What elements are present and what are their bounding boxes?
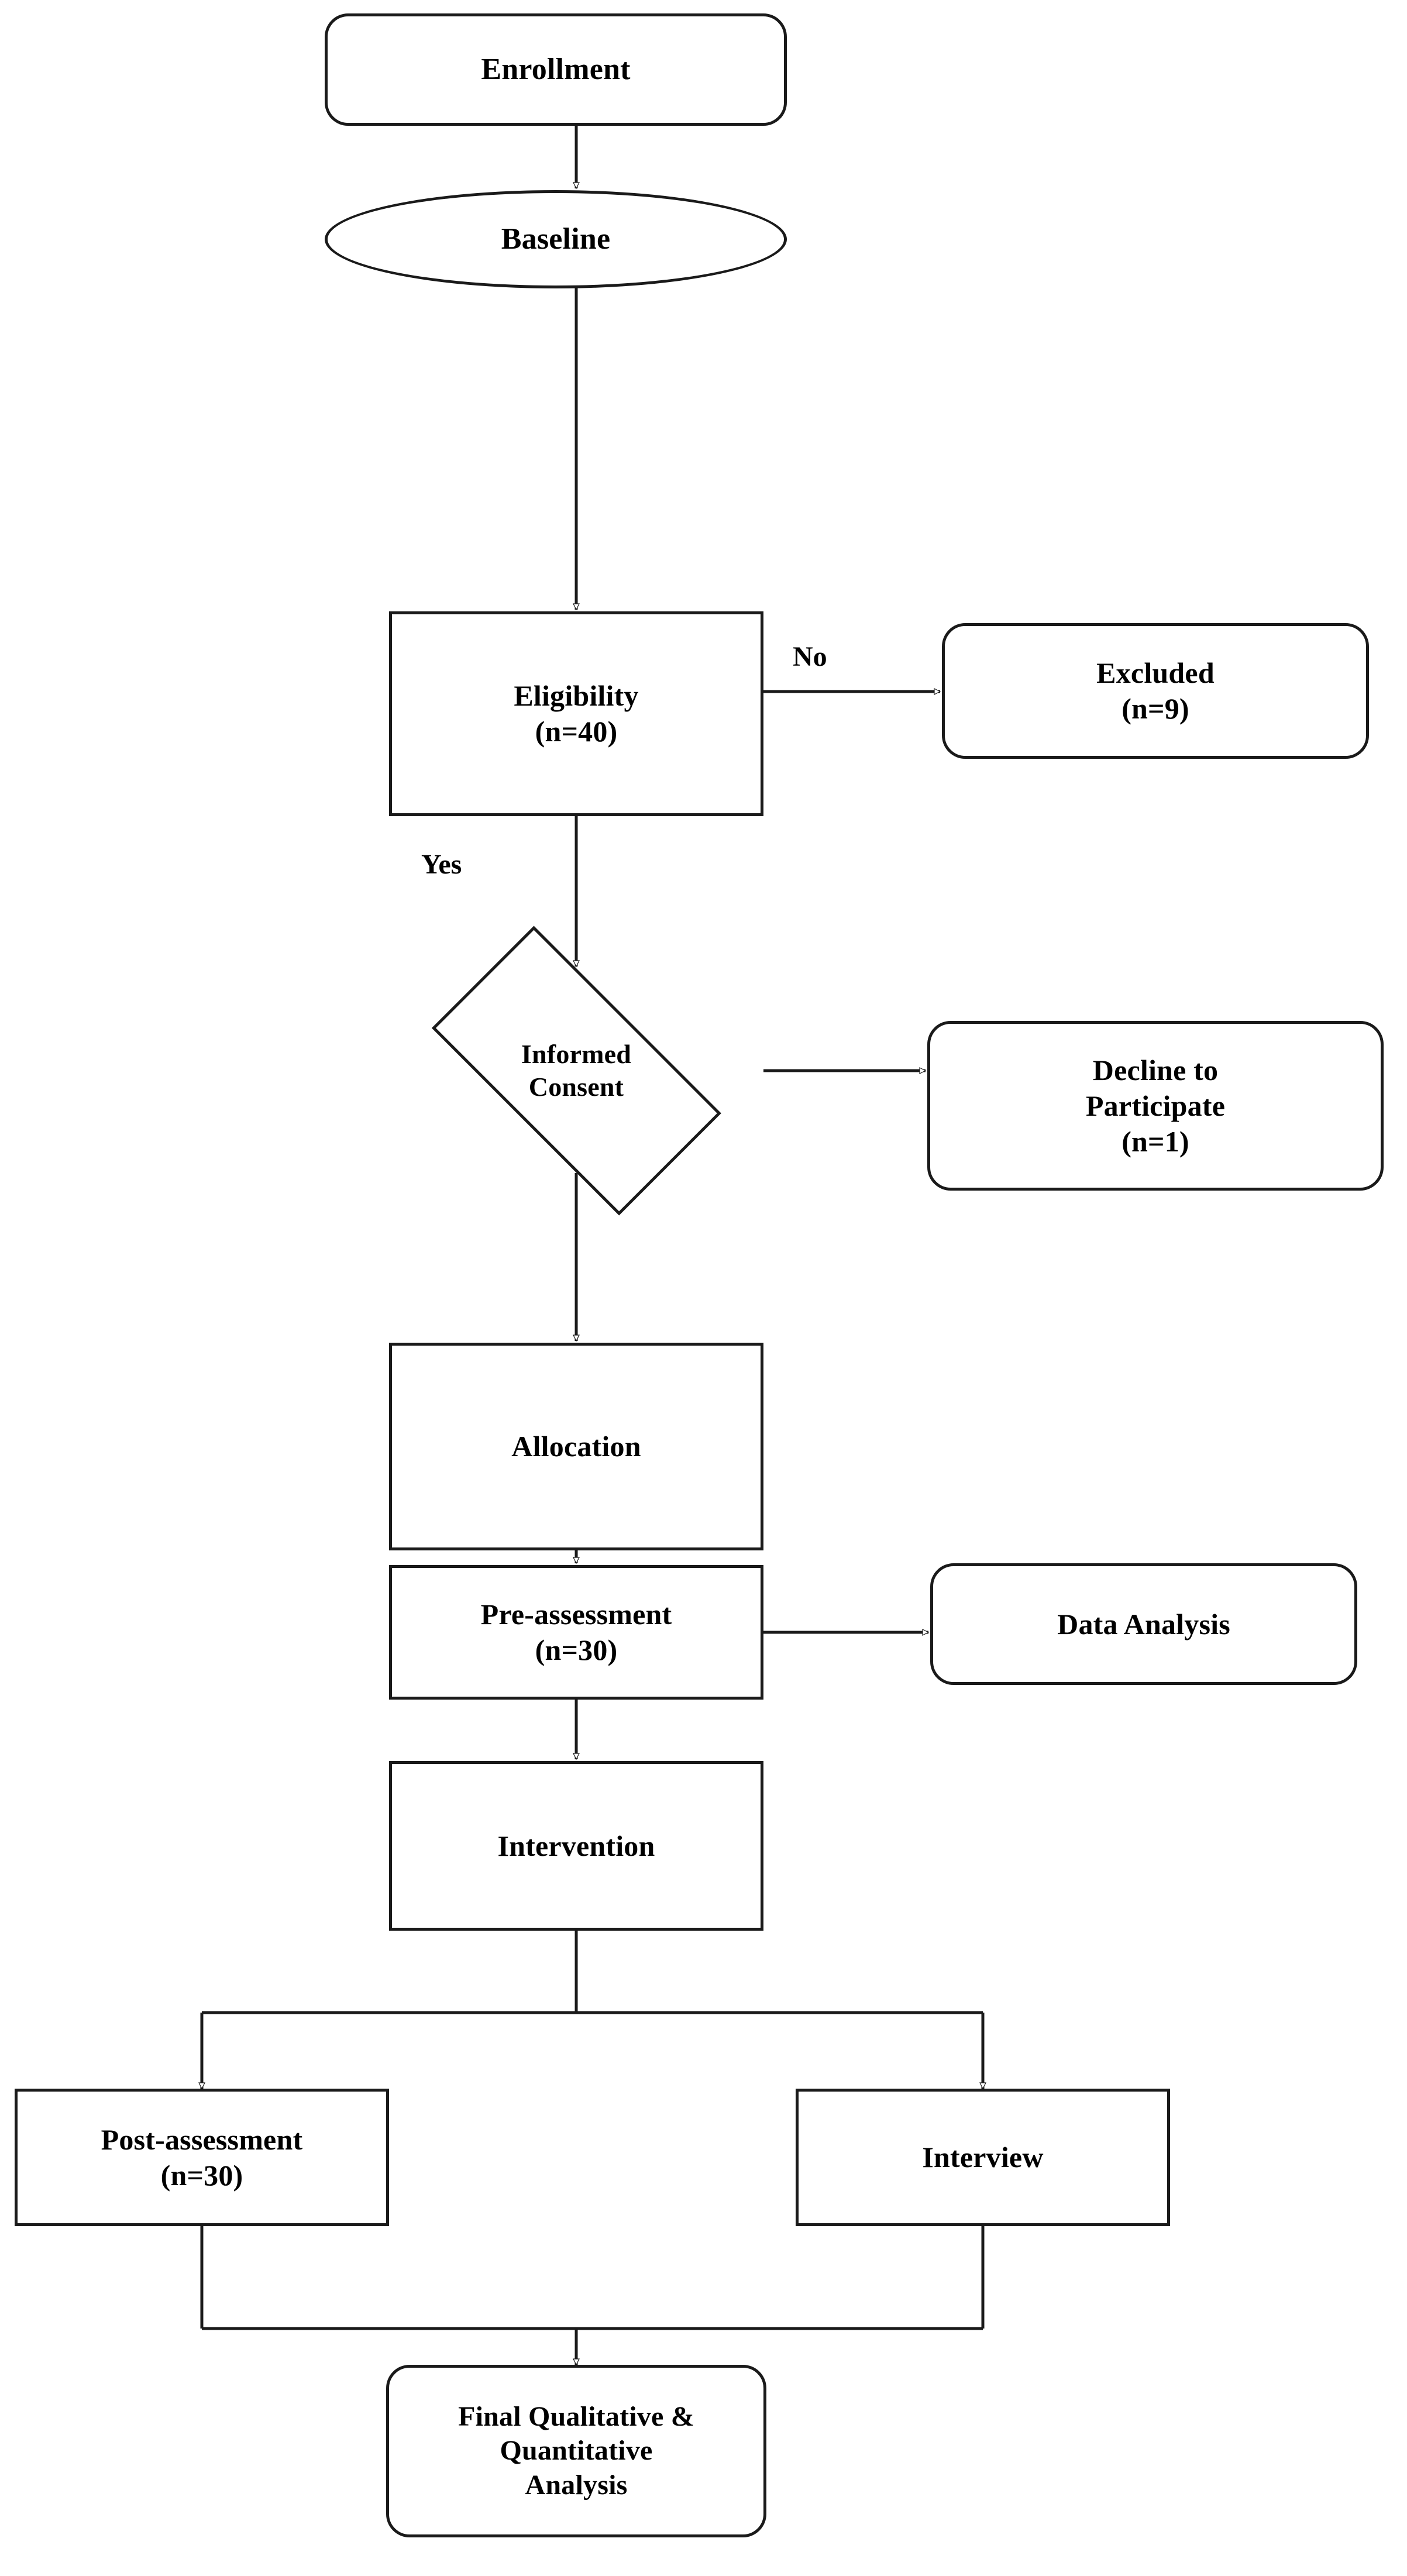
edge-label-yes: Yes — [421, 849, 462, 880]
node-excluded-label: Excluded(n=9) — [1096, 656, 1215, 725]
node-post-assessment[interactable]: Post-assessment(n=30) — [15, 2089, 389, 2226]
node-intervention[interactable]: Intervention — [389, 1761, 763, 1931]
node-post-assessment-label: Post-assessment(n=30) — [101, 2123, 303, 2192]
node-baseline-label: Baseline — [501, 222, 611, 256]
node-pre-assessment-label: Pre-assessment(n=30) — [480, 1598, 672, 1666]
node-data-analysis-label: Data Analysis — [1057, 1607, 1230, 1640]
node-intervention-label: Intervention — [497, 1829, 655, 1862]
node-excluded[interactable]: Excluded(n=9) — [942, 623, 1369, 759]
node-data-analysis[interactable]: Data Analysis — [930, 1563, 1357, 1685]
node-interview-label: Interview — [922, 2141, 1044, 2173]
node-interview[interactable]: Interview — [796, 2089, 1170, 2226]
node-pre-assessment[interactable]: Pre-assessment(n=30) — [389, 1565, 763, 1700]
node-eligibility[interactable]: Eligibility(n=40) — [389, 611, 763, 816]
node-allocation-label: Allocation — [511, 1430, 641, 1463]
node-allocation[interactable]: Allocation — [389, 1343, 763, 1550]
node-eligibility-label: Eligibility(n=40) — [514, 679, 639, 748]
node-enrollment[interactable]: Enrollment — [325, 13, 787, 126]
edge-label-no: No — [793, 641, 827, 672]
node-baseline[interactable]: Baseline — [325, 190, 787, 288]
node-enrollment-label: Enrollment — [481, 53, 631, 87]
